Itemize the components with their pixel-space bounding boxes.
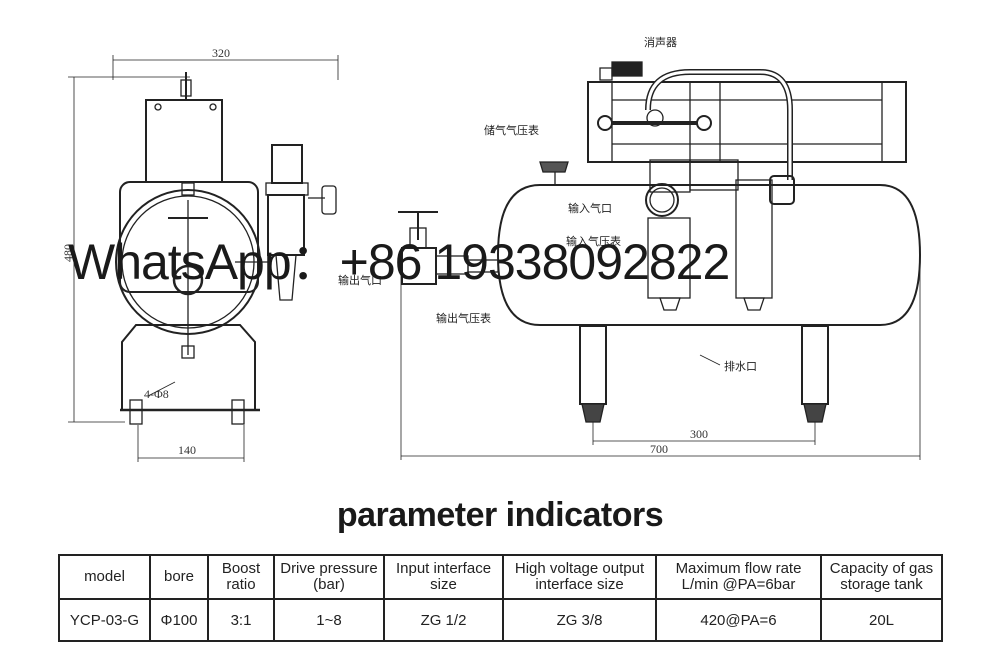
header-drive-pressure: Drive pressure (bar) [273,554,385,600]
cell-bore: Φ100 [149,598,209,642]
header-bore: bore [149,554,209,600]
header-model: model [58,554,151,600]
section-heading: parameter indicators [336,496,664,534]
front-view [398,61,922,460]
side-view [68,55,339,462]
label-air-inlet: 输入气口 [568,201,612,215]
dim-overall-width: 320 [212,46,230,60]
cell-tank-capacity: 20L [820,598,943,642]
header-tank-capacity: Capacity of gas storage tank [820,554,943,600]
cell-model: YCP-03-G [58,598,151,642]
table-header-row: model bore Boost ratio Drive pressure (b… [58,554,943,600]
technical-drawing: 320 480 140 4-Φ8 700 300 消声器 储气气压表 输入气口 … [61,35,922,462]
label-output-pressure-gauge: 输出气压表 [436,311,491,325]
dim-mount-holes: 4-Φ8 [144,387,169,401]
parameter-table: model bore Boost ratio Drive pressure (b… [58,554,943,642]
dim-overall-height: 480 [61,244,75,262]
header-max-flow: Maximum flow rate L/min @PA=6bar [655,554,822,600]
whatsapp-watermark: WhatsApp：+86 19338092822 [68,234,730,290]
cell-boost-ratio: 3:1 [207,598,275,642]
dim-leg-spacing: 300 [690,427,708,441]
cell-max-flow: 420@PA=6 [655,598,822,642]
label-muffler: 消声器 [644,35,677,49]
cell-drive-pressure: 1~8 [273,598,385,642]
header-boost-ratio: Boost ratio [207,554,275,600]
dim-tank-length: 700 [650,442,668,456]
header-output-interface: High voltage output interface size [502,554,657,600]
dim-base-width: 140 [178,443,196,457]
label-drain-port: 排水口 [724,359,757,373]
label-storage-pressure-gauge: 储气气压表 [484,123,539,137]
label-air-outlet: 输出气口 [338,273,382,287]
table-row: YCP-03-G Φ100 3:1 1~8 ZG 1/2 ZG 3/8 420@… [58,598,943,642]
cell-input-interface: ZG 1/2 [383,598,504,642]
header-input-interface: Input interface size [383,554,504,600]
cell-output-interface: ZG 3/8 [502,598,657,642]
label-input-pressure-gauge: 输入气压表 [566,234,621,248]
